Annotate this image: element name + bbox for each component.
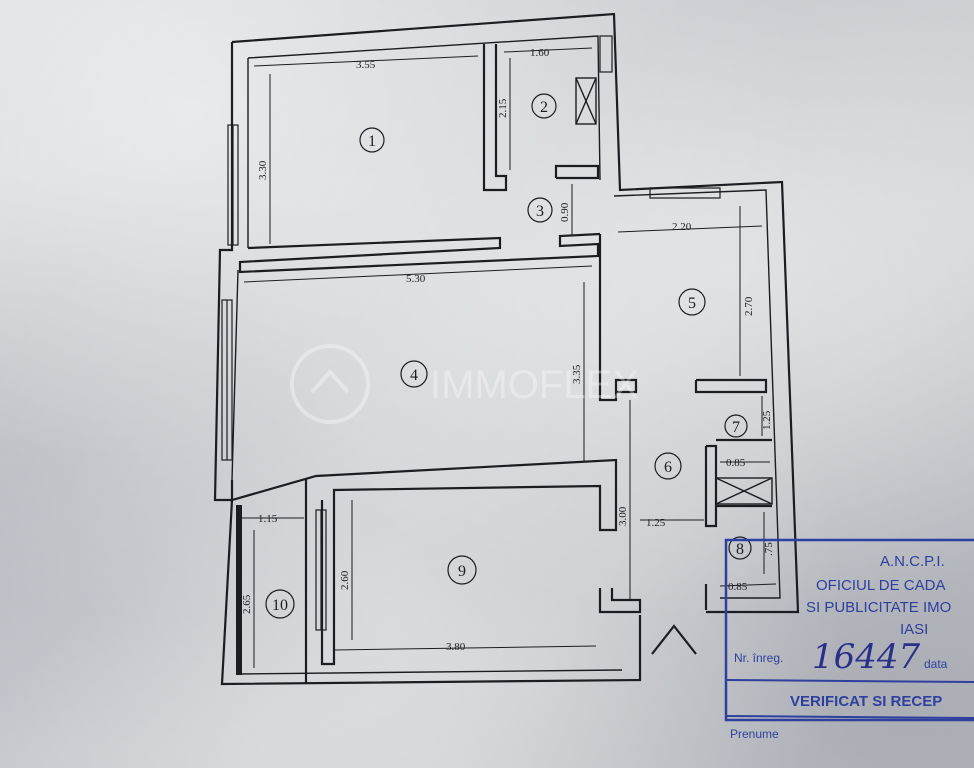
- stamp-org: A.N.C.P.I.: [880, 553, 945, 570]
- dim-r9-width: 3.80: [446, 641, 466, 653]
- stamp-city: IASI: [900, 621, 928, 638]
- room-number-3: 3: [536, 203, 544, 220]
- dim-r3-height: 0.90: [559, 202, 571, 222]
- shaft-room2: [575, 77, 597, 125]
- room-number-5: 5: [688, 295, 696, 312]
- interior-walls: [230, 44, 773, 684]
- shaft-wc: [715, 477, 773, 505]
- dimension-labels: 3.55 3.30 1.60 2.15 0.90 5.30 3.35 2.20 …: [241, 47, 775, 653]
- dim-r7-height: 1.25: [761, 410, 773, 430]
- stamp-reg-number: 16447: [812, 637, 921, 677]
- dim-r4-height: 3.35: [571, 364, 583, 384]
- stamp-border: [724, 538, 974, 722]
- wall-r4-r9: [230, 458, 618, 666]
- dim-r6-width: 1.25: [646, 517, 666, 529]
- room-number-2: 2: [540, 99, 548, 116]
- inner-wall-right: [613, 189, 781, 599]
- inner-wall-top: [247, 35, 601, 181]
- dim-r2-width: 1.60: [530, 47, 550, 59]
- room-labels: 1 2 3 4 5 6 7 8 9 10: [265, 93, 752, 619]
- outer-wall-right: [231, 12, 800, 614]
- stamp-line1: OFICIUL DE CADA: [816, 577, 945, 594]
- stamp-line2: SI PUBLICITATE IMO: [806, 599, 951, 616]
- outer-wall-left-bottom: [213, 42, 642, 686]
- dim-r10-width: 1.15: [258, 513, 278, 525]
- dimension-lines: [242, 47, 777, 668]
- watermark-text: IMMOFLEX: [430, 363, 639, 407]
- outer-walls: [213, 12, 800, 686]
- stamp-reg-label: Nr. înreg.: [734, 651, 783, 665]
- dim-r2-height: 2.15: [497, 98, 509, 118]
- dim-r5-width: 2.20: [672, 221, 692, 233]
- dim-r4-width: 5.30: [406, 273, 426, 285]
- watermark: IMMOFLEX: [290, 344, 639, 424]
- room-number-7: 7: [732, 419, 740, 436]
- stamp-footer: Prenume: [730, 727, 779, 741]
- room-number-6: 6: [664, 459, 672, 476]
- dim-r9-height: 2.60: [339, 570, 351, 590]
- dim-r10-height: 2.65: [241, 594, 253, 614]
- wall-r9-right: [598, 588, 642, 614]
- stamp-verified: VERIFICAT SI RECEP: [790, 693, 942, 710]
- wall-r4-r5: [598, 234, 638, 402]
- wall-r1-r2: [482, 44, 508, 192]
- inner-wall-left-4: [231, 269, 239, 481]
- dim-r1-height: 3.30: [257, 160, 269, 180]
- wall-wc-left: [704, 444, 718, 528]
- dim-r7-width: 0.85: [726, 457, 746, 469]
- dim-r6-height: 3.00: [617, 506, 629, 526]
- window-room2: [599, 35, 613, 73]
- stamp-date-label: data: [924, 657, 948, 671]
- dim-r1-width: 3.55: [356, 59, 376, 71]
- room-number-10: 10: [272, 597, 288, 614]
- room-number-1: 1: [368, 133, 376, 150]
- dim-r8-width: 0.85: [728, 581, 748, 593]
- dim-r8-height: .75: [763, 542, 775, 556]
- entrance-arrow-icon: [651, 624, 697, 655]
- room-number-4: 4: [410, 367, 418, 384]
- room-number-9: 9: [458, 563, 466, 580]
- watermark-logo-icon: [290, 344, 370, 424]
- inner-wall-bottom: [237, 669, 623, 675]
- windows: [221, 35, 721, 675]
- wall-r2-bottom: [554, 164, 600, 180]
- window-room5: [649, 187, 721, 199]
- balcony-rail: [236, 505, 242, 675]
- room-number-8: 8: [736, 541, 744, 558]
- wall-r1-r4: [238, 232, 601, 274]
- ancpi-stamp: A.N.C.P.I. OFICIUL DE CADA SI PUBLICITAT…: [724, 538, 974, 741]
- wall-r5-bottom: [694, 378, 768, 394]
- dim-r5-height: 2.70: [743, 296, 755, 316]
